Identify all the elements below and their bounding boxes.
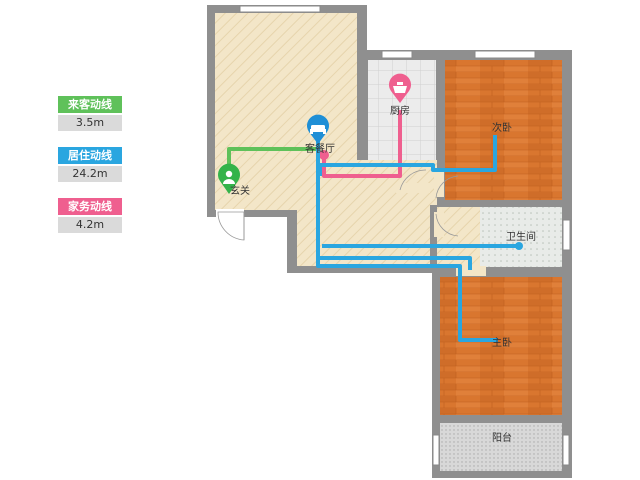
second-bedroom — [445, 60, 562, 200]
legend-living-route: 居住动线 24.2m — [58, 147, 122, 182]
label-balcony: 阳台 — [492, 431, 512, 444]
legend-living-label: 居住动线 — [58, 147, 122, 164]
legend-chore-value: 4.2m — [58, 217, 122, 233]
legend-guest-value: 3.5m — [58, 115, 122, 131]
living-route — [316, 135, 520, 342]
label-master-bedroom: 主卧 — [492, 336, 512, 349]
windows — [239, 5, 571, 466]
label-bathroom: 卫生间 — [506, 230, 536, 243]
cooking-pot-icon — [389, 73, 411, 103]
balcony — [440, 423, 562, 471]
label-entrance: 玄关 — [230, 184, 250, 197]
label-kitchen: 厨房 — [390, 104, 410, 117]
entrance-door — [216, 209, 245, 241]
legend-chore-label: 家务动线 — [58, 198, 122, 215]
legend-chore-route: 家务动线 4.2m — [58, 198, 122, 233]
sofa-icon — [307, 114, 329, 144]
legend-guest-label: 来客动线 — [58, 96, 122, 113]
legend-guest-route: 来客动线 3.5m — [58, 96, 122, 131]
label-living: 客餐厅 — [305, 142, 335, 155]
legend-living-value: 24.2m — [58, 166, 122, 182]
entrance-icon — [218, 163, 240, 194]
label-second-bedroom: 次卧 — [492, 121, 512, 134]
bathroom — [480, 207, 562, 267]
